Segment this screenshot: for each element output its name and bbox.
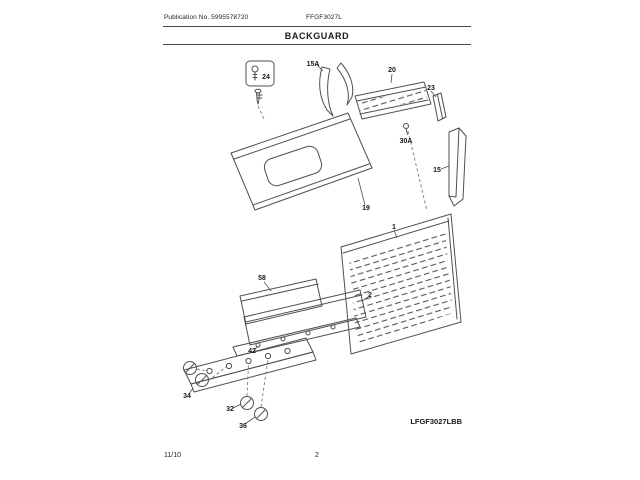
part-bracket-23 [432,92,447,122]
part-panel-2 [243,289,367,346]
callout-1: 1 [392,224,396,231]
part-manifold-panel [183,337,317,393]
model-number: FFGF3027L [306,14,342,21]
callout-leader-lines [188,64,450,425]
callout-24: 24 [262,74,270,81]
part-bracket-15a [319,66,334,117]
part-screw-24-callout-box [245,60,275,87]
callout-34: 34 [183,393,191,400]
footer-page-number: 2 [315,452,319,459]
callout-15: 15 [433,167,441,174]
part-screw-30a [403,123,409,135]
callout-42: 42 [248,348,256,355]
callout-58: 58 [258,275,266,282]
section-title: BACKGUARD [284,31,350,41]
header-rule-bottom [163,44,471,45]
part-panel-20 [354,81,432,120]
part-knob-36 [254,407,268,421]
publication-number: Publication No. 5995578720 [164,14,249,21]
callout-32: 32 [226,406,234,413]
callout-2: 2 [368,292,372,299]
callout-36: 36 [239,423,247,430]
callout-23: 23 [427,85,435,92]
part-support-bracket [336,62,354,106]
callout-20: 20 [388,67,396,74]
part-bracket-15 [448,127,467,207]
diagram-variant-label: LFGF3027LBB [410,417,462,426]
part-backguard-panel-19 [230,112,373,211]
footer-date: 11/10 [164,452,181,459]
part-knobs-34 [183,361,209,387]
part-panel-58 [239,278,323,325]
assembly-guide-lines [196,105,428,408]
part-knob-32 [240,396,254,410]
callout-30a: 30A [400,138,413,145]
part-trim-strip-42 [232,317,361,357]
callout-15a: 15A [307,61,320,68]
callout-19: 19 [362,205,370,212]
header-rule-top [163,26,471,27]
part-screw-24 [254,88,263,105]
part-rear-vent-panel-1 [340,213,462,355]
